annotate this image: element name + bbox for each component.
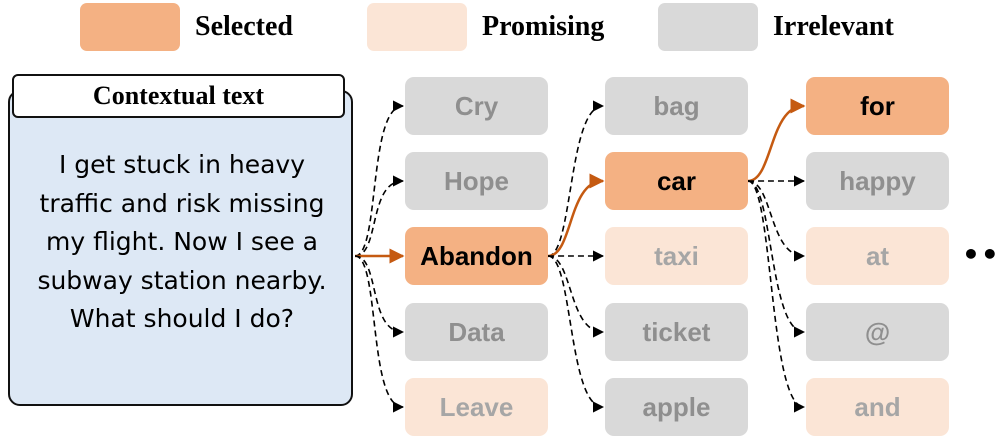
legend-selected-label: Selected	[195, 11, 293, 42]
legend-selected-swatch	[80, 3, 180, 51]
edge-col0-to-col1-4	[547, 255, 605, 413]
edge-col1-to-col2-0	[747, 98, 806, 183]
edge-col0-to-col1-0	[547, 100, 605, 257]
token-1-2: taxi	[605, 227, 748, 285]
context-line: What should I do?	[69, 304, 295, 333]
context-line: my flight. Now I see a	[46, 227, 318, 256]
continuation-ellipsis: •••	[962, 238, 997, 271]
legend-promising-swatch	[367, 3, 467, 51]
legend-promising-label: Promising	[482, 11, 605, 42]
legend-irrelevant-swatch	[658, 3, 758, 51]
token-1-1: car	[605, 152, 748, 210]
edge-context-to-col0-0	[354, 100, 405, 257]
edge-context-to-col0-1	[354, 175, 405, 257]
edge-col0-to-col1-3	[547, 255, 605, 338]
token-2-0: for	[806, 77, 949, 135]
token-2-3: @	[806, 303, 949, 361]
context-line: I get stuck in heavy	[58, 150, 306, 179]
edge-col1-to-col2-4	[747, 180, 806, 413]
token-2-2: at	[806, 227, 949, 285]
edge-context-to-col0-4	[354, 255, 405, 413]
token-2-1: happy	[806, 152, 949, 210]
token-0-2: Abandon	[405, 227, 548, 285]
legend-irrelevant-label: Irrelevant	[773, 11, 894, 42]
context-line: traffic and risk missing	[39, 188, 325, 218]
token-0-3: Data	[405, 303, 548, 361]
context-body: I get stuck in heavy traffic and risk mi…	[14, 146, 350, 339]
token-0-1: Hope	[405, 152, 548, 210]
context-line: subway station nearby.	[37, 265, 327, 295]
context-title: Contextual text	[12, 74, 345, 118]
token-0-0: Cry	[405, 77, 548, 135]
edge-col1-to-col2-3	[747, 180, 806, 338]
token-2-4: and	[806, 378, 949, 436]
token-1-0: bag	[605, 77, 748, 135]
token-1-4: apple	[605, 378, 748, 436]
token-1-3: ticket	[605, 303, 748, 361]
edge-col0-to-col1-1	[547, 173, 605, 258]
edge-context-to-col0-3	[354, 255, 405, 338]
context-panel	[8, 90, 353, 406]
token-0-4: Leave	[405, 378, 548, 436]
